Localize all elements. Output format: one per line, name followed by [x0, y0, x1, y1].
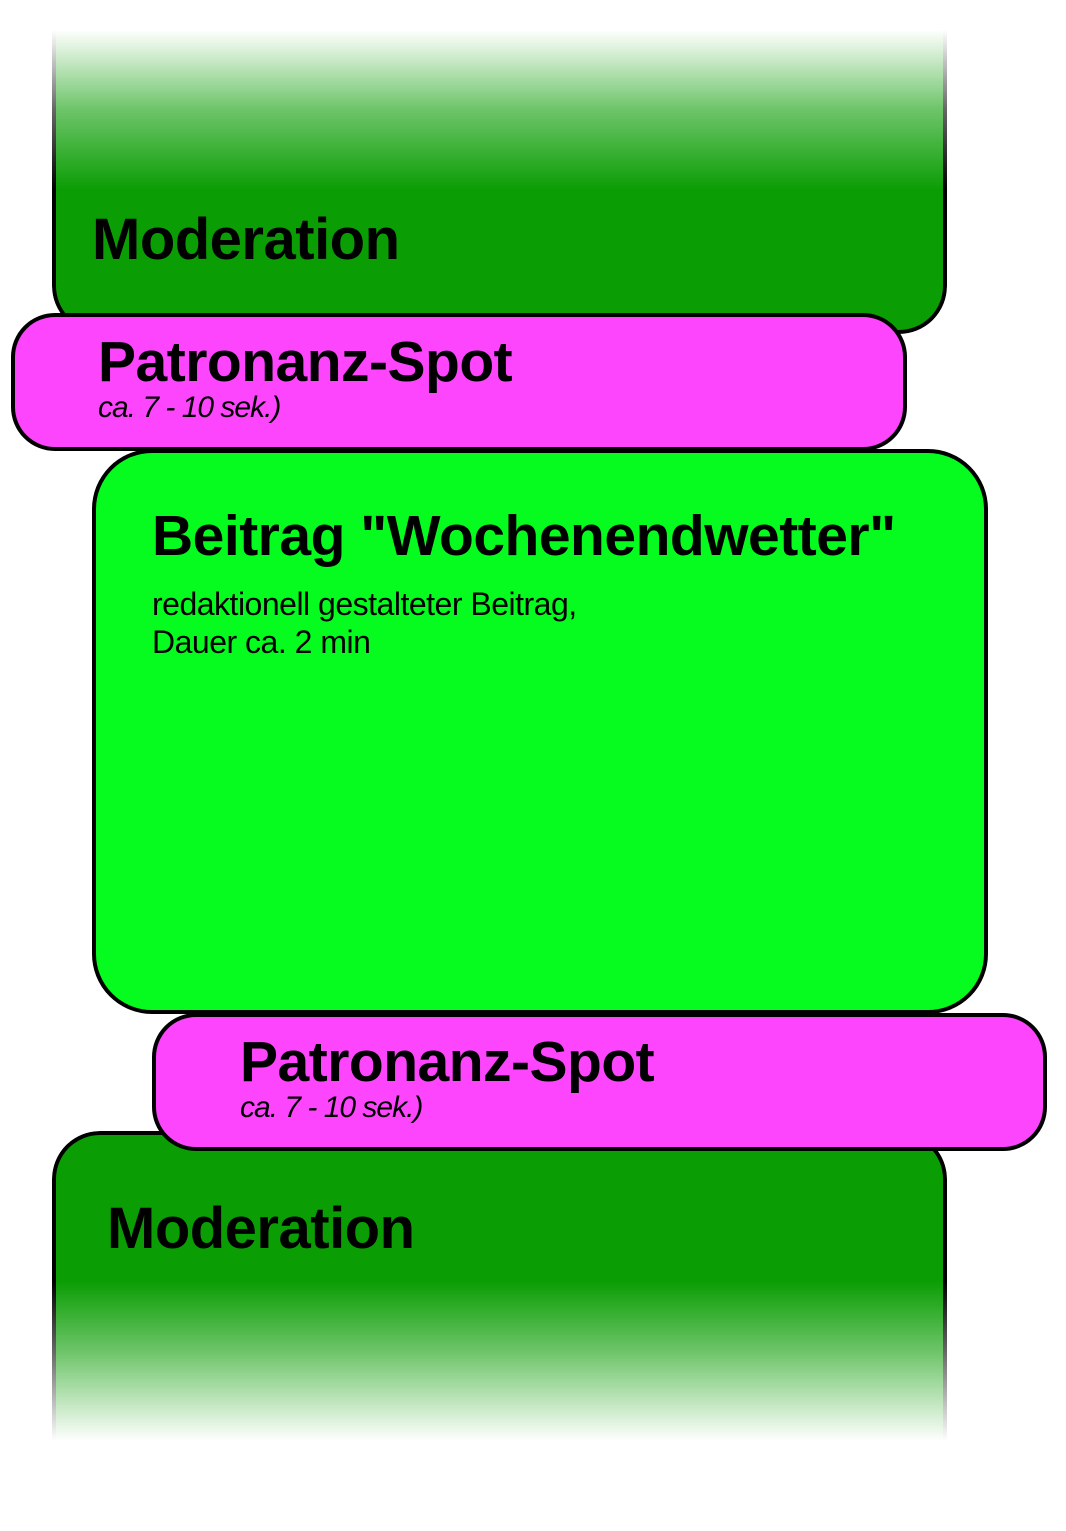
spot-duration: ca. 7 - 10 sek.) — [240, 1091, 423, 1124]
beitrag-line-2: Dauer ca. 2 min — [152, 624, 371, 660]
beitrag-line-1: redaktionell gestalteter Beitrag, — [152, 586, 577, 622]
beitrag-block: Beitrag "Wochenendwetter" redaktionell g… — [92, 449, 988, 1014]
moderation-block-bottom: Moderation — [52, 1131, 947, 1531]
spot-duration: ca. 7 - 10 sek.) — [98, 391, 281, 424]
spot-title: Patronanz-Spot — [240, 1030, 655, 1094]
moderation-block-top: Moderation — [52, 0, 947, 334]
beitrag-title: Beitrag "Wochenendwetter" — [152, 504, 896, 568]
moderation-title: Moderation — [107, 1196, 415, 1261]
patronanz-spot-block-top: Patronanz-Spot ca. 7 - 10 sek.) — [11, 313, 907, 451]
beitrag-description: redaktionell gestalteter Beitrag, Dauer … — [152, 585, 577, 661]
spot-title: Patronanz-Spot — [98, 330, 513, 394]
moderation-title: Moderation — [92, 207, 400, 272]
patronanz-spot-block-bottom: Patronanz-Spot ca. 7 - 10 sek.) — [152, 1013, 1047, 1151]
